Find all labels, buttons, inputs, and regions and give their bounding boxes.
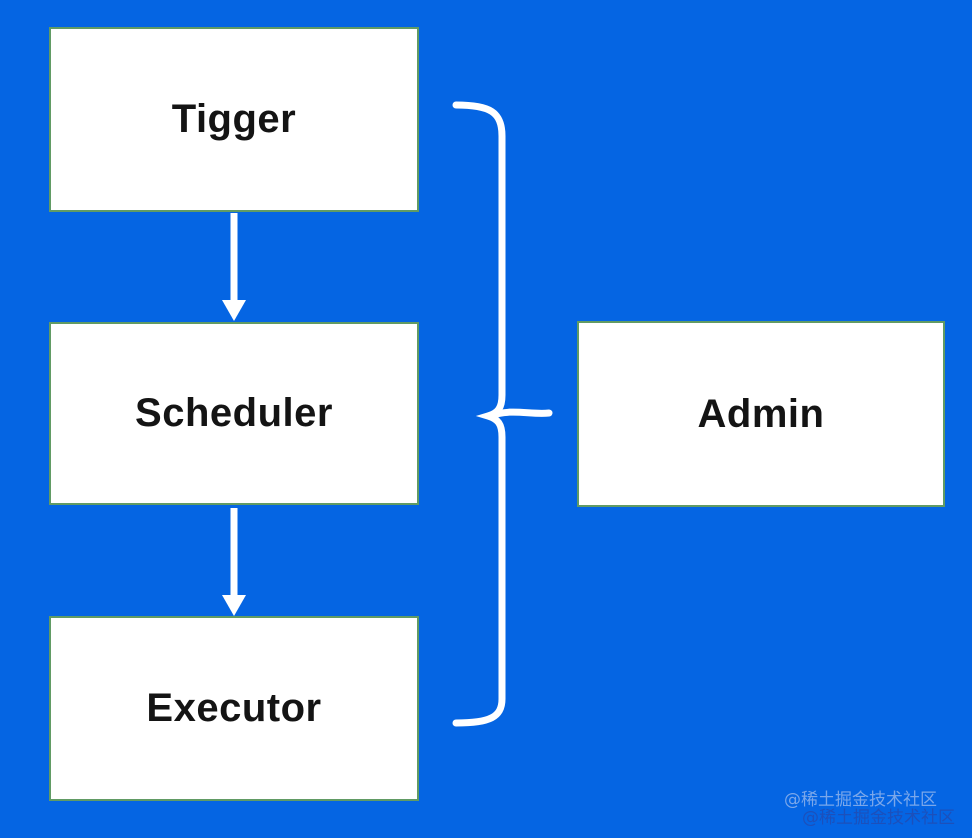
node-scheduler-label: Scheduler [135, 391, 333, 435]
watermark-text-dark: @稀土掘金技术社区 [802, 808, 955, 828]
node-tigger: Tigger [49, 27, 419, 212]
arrow-scheduler-to-executor [222, 508, 246, 616]
node-admin: Admin [577, 321, 945, 507]
node-executor: Executor [49, 616, 419, 801]
node-admin-label: Admin [697, 391, 825, 436]
node-tigger-label: Tigger [171, 97, 297, 141]
arrow-tigger-to-scheduler [222, 213, 246, 321]
node-scheduler: Scheduler [49, 322, 419, 505]
brace-to-admin [452, 101, 553, 727]
node-executor-label: Executor [146, 686, 322, 730]
watermark-text-light: @稀土掘金技术社区 [784, 790, 937, 810]
